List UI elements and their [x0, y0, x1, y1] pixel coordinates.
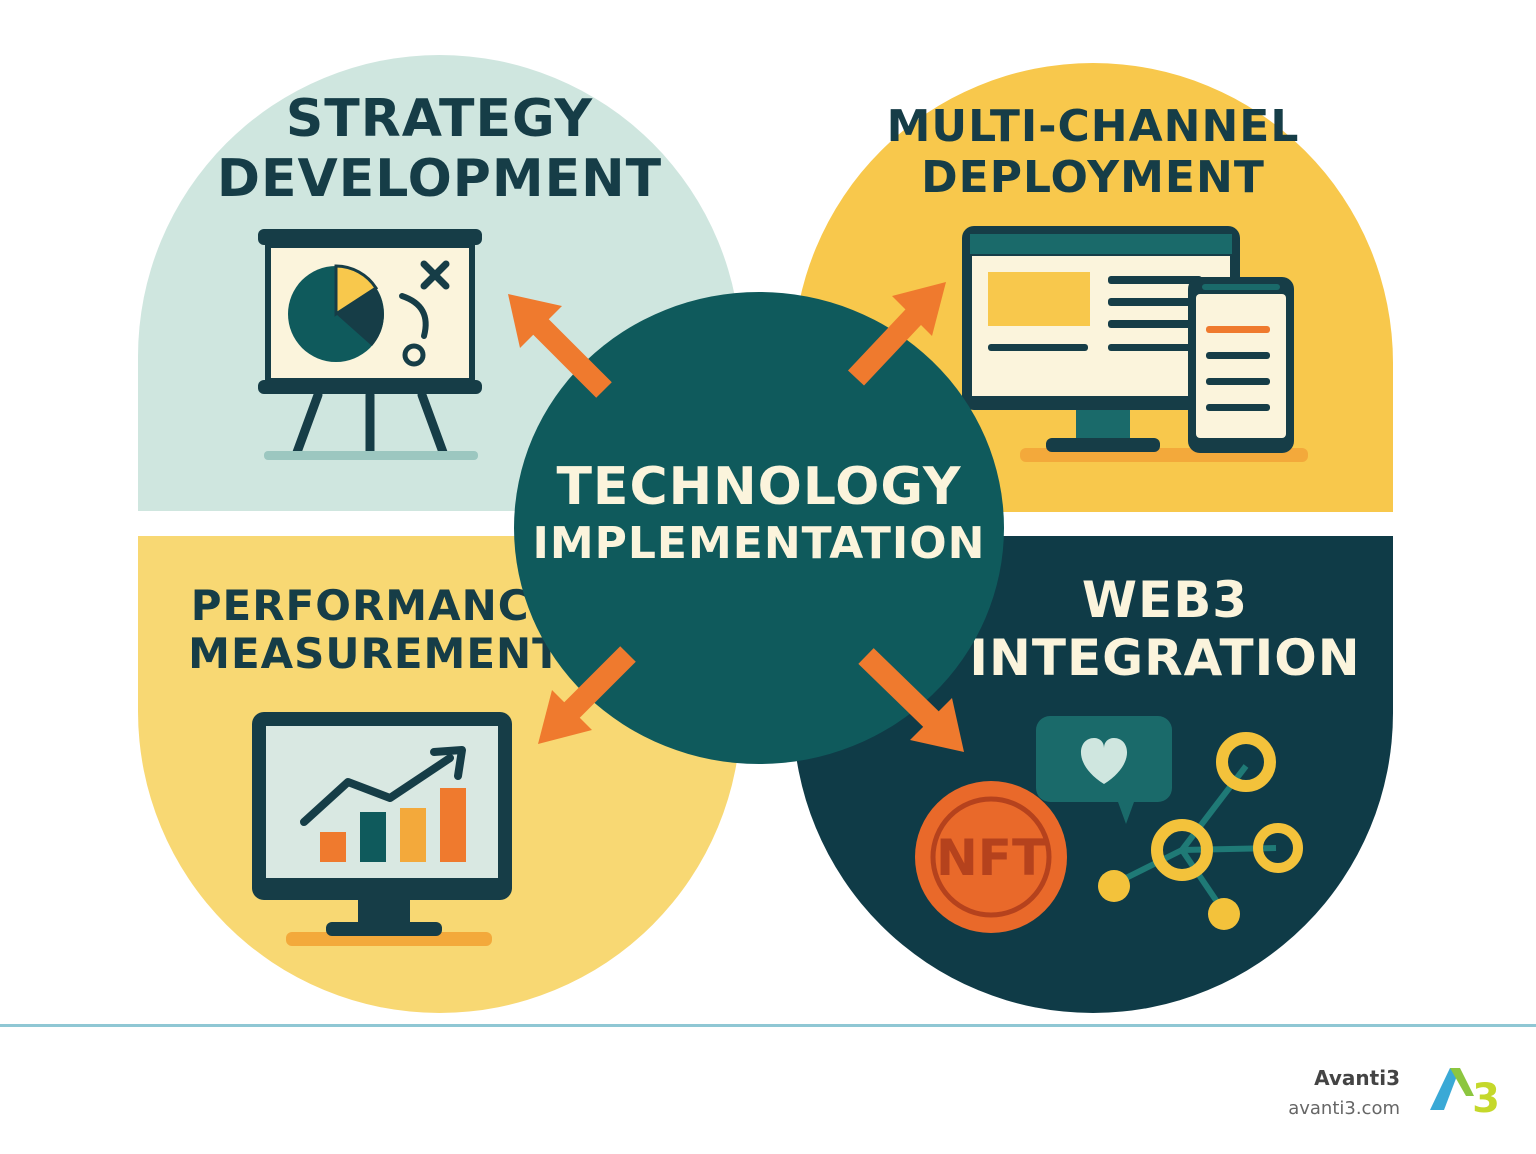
- strategy-development-title: STRATEGY DEVELOPMENT: [138, 89, 741, 210]
- arrow-up-left-icon: [508, 294, 612, 398]
- multichannel-title-line2: DEPLOYMENT: [921, 151, 1265, 203]
- technology-implementation-title: TECHNOLOGY IMPLEMENTATION: [514, 456, 1004, 571]
- strategy-title-line2: DEVELOPMENT: [216, 148, 663, 209]
- footer-divider: [0, 1024, 1536, 1027]
- center-title-line1: TECHNOLOGY: [556, 457, 962, 517]
- multi-channel-deployment-title: MULTI-CHANNEL DEPLOYMENT: [793, 101, 1393, 203]
- performance-title-line1: PERFORMANCE: [190, 581, 560, 630]
- avanti3-logo-icon: 3: [1430, 1068, 1500, 1120]
- presentation-easel-icon: [258, 229, 482, 460]
- web3-title-line1: WEB3: [1081, 571, 1249, 629]
- performance-title-line2: MEASUREMENT: [188, 629, 562, 679]
- arrow-up-right-icon: [847, 282, 946, 386]
- arrow-down-right-icon: [858, 648, 964, 752]
- diagram-stage: STRATEGY DEVELOPMENT MULTI-CHANNEL DEPLO…: [138, 55, 1393, 1013]
- nft-network-icon: NFT: [915, 716, 1303, 933]
- desktop-and-phone-icon: [962, 226, 1308, 462]
- arrows-layer: [508, 282, 964, 752]
- multichannel-title-line1: MULTI-CHANNEL: [886, 101, 1300, 152]
- logo-three: 3: [1472, 1076, 1500, 1120]
- strategy-title-line1: STRATEGY: [285, 89, 594, 149]
- brand-url[interactable]: avanti3.com: [1288, 1098, 1400, 1119]
- icons-layer: NFT: [252, 226, 1308, 946]
- nft-badge-label: NFT: [936, 829, 1046, 887]
- brand-name: Avanti3: [1314, 1066, 1400, 1090]
- center-title-line2: IMPLEMENTATION: [532, 518, 986, 570]
- monitor-chart-icon: [252, 712, 512, 946]
- arrow-down-left-icon: [538, 646, 636, 744]
- web3-title-line2: INTEGRATION: [969, 628, 1361, 687]
- performance-measurement-title: PERFORMANCE MEASUREMENT: [150, 581, 600, 679]
- web3-integration-title: WEB3 INTEGRATION: [960, 571, 1370, 687]
